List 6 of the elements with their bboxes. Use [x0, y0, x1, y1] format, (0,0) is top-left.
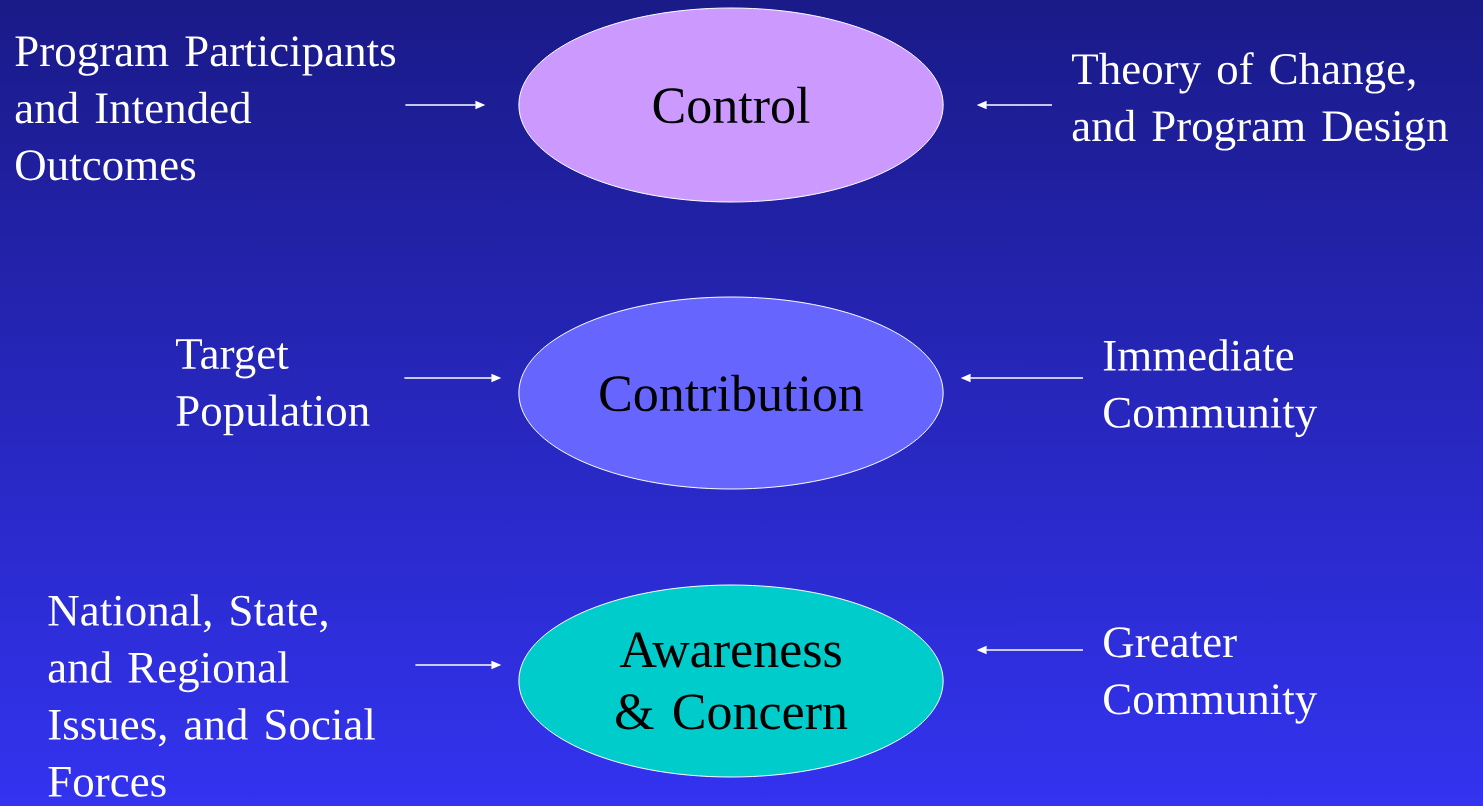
side-label: Target Population	[176, 339, 370, 436]
side-label: Greater Community	[1104, 627, 1318, 724]
side-label: Theory of Change, and Program Design	[1072, 52, 1448, 151]
side-label: Program Participants and Intended Outcomes	[15, 36, 396, 181]
side-label: Immediate Community	[1103, 339, 1318, 438]
side-label: National, State, and Regional Issues, and Social Forces	[48, 594, 375, 797]
